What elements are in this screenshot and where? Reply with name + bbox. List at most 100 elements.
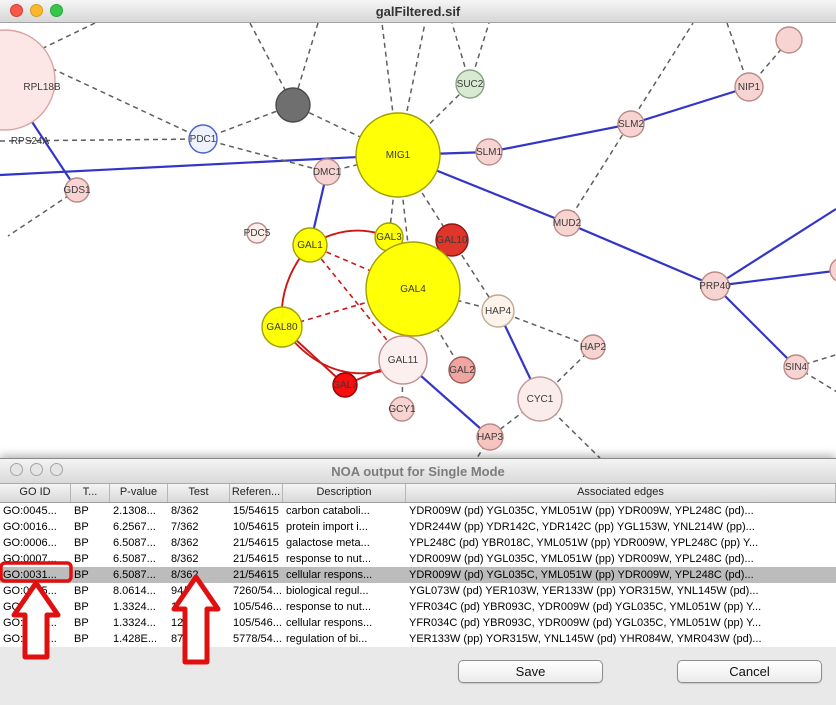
graph-node-unlabeled[interactable] — [775, 26, 803, 54]
table-cell: YER133W (pp) YOR315W, YNL145W (pd) YHR08… — [409, 633, 762, 645]
minimize-button[interactable] — [30, 463, 43, 476]
graph-node-label: PDC1 — [190, 134, 217, 145]
graph-node-gal2[interactable] — [448, 356, 476, 384]
table-cell: BP — [74, 505, 89, 517]
graph-node-suc2[interactable] — [455, 69, 485, 99]
graph-node-slm1[interactable] — [475, 138, 503, 166]
table-cell: BP — [74, 601, 89, 613]
table-cell: YDR244W (pp) YDR142C, YDR142C (pp) YGL15… — [409, 521, 755, 533]
table-cell: 12/362 — [171, 617, 205, 629]
graph-node-rpl18b[interactable] — [0, 29, 56, 131]
graph-edge — [566, 221, 716, 288]
graph-node-gal80[interactable] — [261, 306, 303, 348]
graph-node-prp40[interactable] — [700, 271, 730, 301]
table-cell: response to nut... — [286, 601, 371, 613]
table-cell: YDR009W (pd) YGL035C, YML051W (pp) YDR00… — [409, 553, 754, 565]
graph-node-mig1[interactable] — [355, 112, 441, 198]
column-header[interactable]: T... — [71, 484, 110, 502]
graph-node-gal11[interactable] — [378, 335, 428, 385]
table-cell: 15/54615 — [233, 505, 279, 517]
graph-node-label: PDC5 — [244, 228, 271, 239]
table-cell: YPL248C (pd) YBR018C, YML051W (pp) YDR00… — [409, 537, 759, 549]
graph-node-label: RPS24A — [11, 136, 50, 147]
table-cell: GO:0031... — [3, 569, 57, 581]
graph-node-slm2[interactable] — [617, 110, 645, 138]
window-controls — [10, 463, 63, 476]
table-cell: 105/546... — [233, 601, 282, 613]
column-header[interactable]: Referen... — [230, 484, 283, 502]
graph-node-label: GAL10 — [436, 235, 468, 246]
graph-edge — [714, 285, 797, 368]
close-button[interactable] — [10, 463, 23, 476]
save-button[interactable]: Save — [458, 660, 603, 683]
graph-node-sin4[interactable] — [783, 354, 809, 380]
network-canvas[interactable]: RPL18BRPS24AGDS1PDC1DMC1MIG1SUC2SLM1SLM2… — [0, 23, 836, 458]
table-cell: 12/362 — [171, 601, 205, 613]
graph-node-gal10[interactable] — [435, 223, 469, 257]
column-header[interactable]: Associated edges — [406, 484, 836, 502]
table-cell: 105/546... — [233, 617, 282, 629]
graph-edge — [0, 138, 204, 142]
table-cell: BP — [74, 553, 89, 565]
table-cell: GO:0065... — [3, 585, 57, 597]
column-header[interactable]: P-value — [110, 484, 168, 502]
graph-node-hap4[interactable] — [481, 294, 515, 328]
graph-edge — [202, 138, 328, 173]
column-header[interactable]: GO ID — [0, 484, 71, 502]
graph-node-pdc1[interactable] — [188, 124, 218, 154]
graph-edge — [7, 189, 78, 237]
table-cell: BP — [74, 521, 89, 533]
graph-node-unlabeled[interactable] — [829, 258, 836, 282]
graph-node-gds1[interactable] — [64, 177, 90, 203]
column-header[interactable]: Description — [283, 484, 406, 502]
table-cell: GO:0007... — [3, 553, 57, 565]
table-cell: cellular respons... — [286, 569, 373, 581]
graph-node-label: HAP2 — [580, 342, 607, 353]
graph-node-pdc5[interactable] — [246, 222, 268, 244]
graph-node-gal4[interactable] — [365, 241, 461, 337]
graph-node-unlabeled[interactable] — [275, 87, 311, 123]
table-cell: BP — [74, 617, 89, 629]
cancel-button[interactable]: Cancel — [677, 660, 822, 683]
graph-node-cyc1[interactable] — [517, 376, 563, 422]
graph-node-label: SUC2 — [457, 79, 484, 90]
zoom-button[interactable] — [50, 463, 63, 476]
graph-node-label: GAL11 — [388, 355, 419, 366]
graph-node-gcy1[interactable] — [389, 396, 415, 422]
graph-node-hap3[interactable] — [476, 423, 504, 451]
graph-node-hap2[interactable] — [580, 334, 606, 360]
graph-node-label: HAP4 — [485, 306, 512, 317]
table-cell: galactose meta... — [286, 537, 370, 549]
table-cell: 6.2567... — [113, 521, 156, 533]
graph-node-label: RPL18B — [23, 82, 61, 93]
graph-node-gal7[interactable] — [332, 372, 358, 398]
table-cell: YDR009W (pd) YGL035C, YML051W (pp) YDR00… — [409, 505, 754, 517]
graph-edge — [281, 288, 414, 328]
column-header[interactable]: Test — [168, 484, 230, 502]
zoom-button[interactable] — [50, 4, 63, 17]
graph-node-gal1[interactable] — [292, 227, 328, 263]
graph-node-mud2[interactable] — [553, 209, 581, 237]
graph-node-label: GAL7 — [332, 380, 358, 391]
table-cell: GO:0031... — [3, 617, 57, 629]
table-cell: BP — [74, 633, 89, 645]
table-cell: GO:0045... — [3, 505, 57, 517]
graph-edge — [397, 83, 471, 156]
graph-node-dmc1[interactable] — [313, 158, 341, 186]
table-cell: 94/362 — [171, 585, 205, 597]
graph-node-label: MUD2 — [553, 218, 582, 229]
close-button[interactable] — [10, 4, 23, 17]
graph-node-nip1[interactable] — [734, 72, 764, 102]
minimize-button[interactable] — [30, 4, 43, 17]
